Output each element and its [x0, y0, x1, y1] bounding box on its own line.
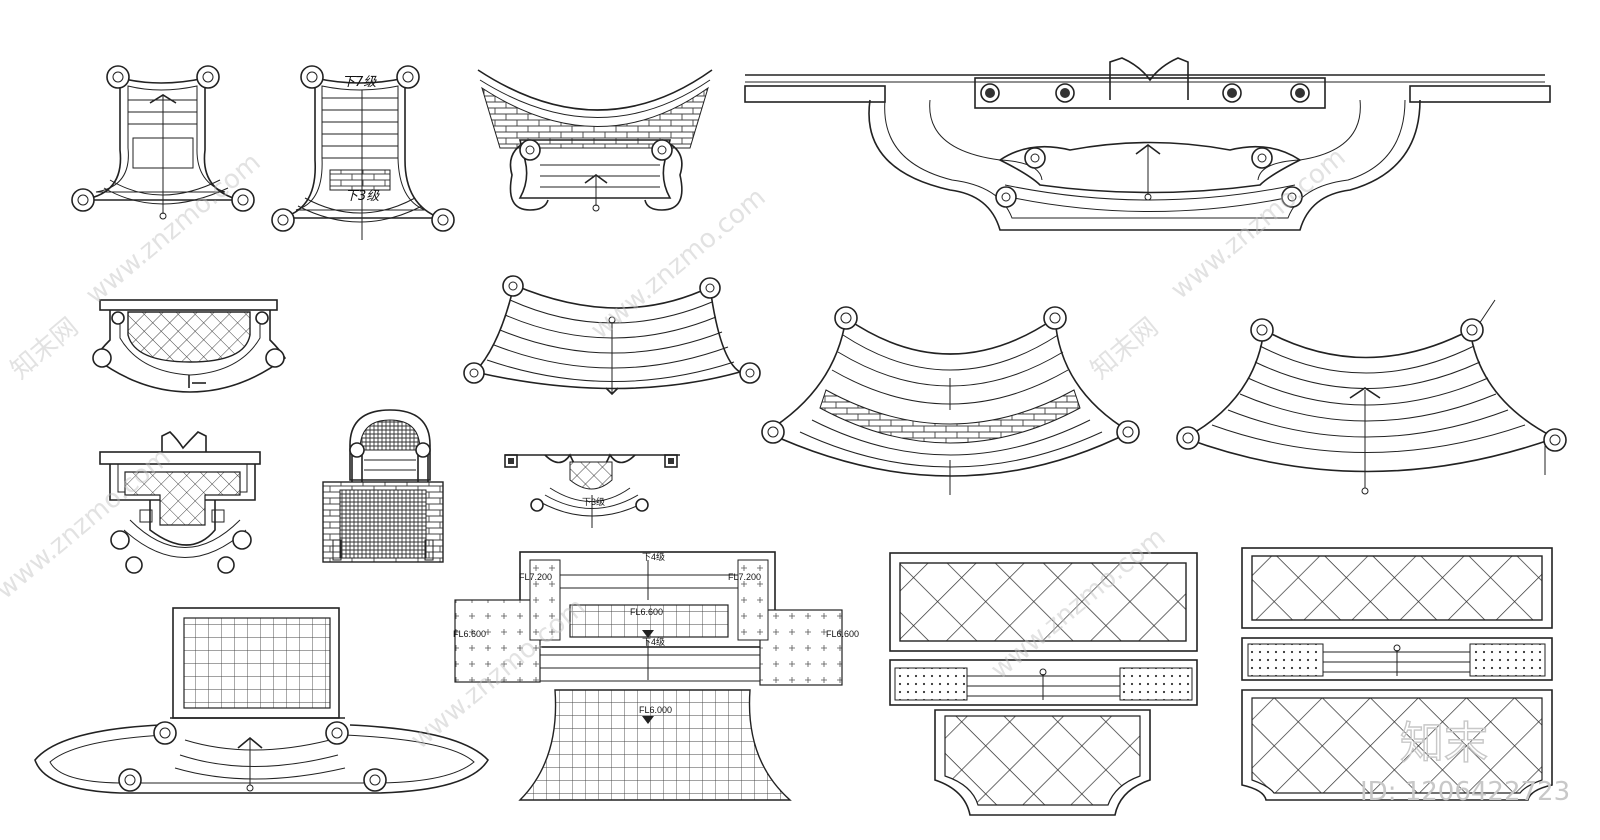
label-fl-6000: FL6.000 [639, 705, 672, 715]
brand-logo: 知末 [1400, 718, 1488, 769]
diamond-grid-plan-14 [889, 552, 1198, 816]
level-plan-13: FL7.200 FL7.200 FL6.600 FL6.600 FL6.600 … [453, 551, 859, 801]
arched-entry-plan-10 [322, 409, 444, 563]
label-steps-down-3: 下3级 [345, 189, 380, 204]
label-fl-7200-right: FL7.200 [728, 572, 761, 582]
label-fl-6600-center: FL6.600 [630, 607, 663, 617]
watermark-brand-1: 知末网 [5, 312, 84, 385]
diamond-grid-plan-15 [1241, 547, 1553, 801]
label-steps-down-3-small: 下3级 [582, 496, 605, 507]
label-steps-down-7: 下7级 [342, 75, 377, 90]
label-fl-6600-right: FL6.600 [826, 629, 859, 639]
staircase-plan-2: 下7级 下3级 [271, 65, 455, 240]
entry-plan-5 [92, 299, 287, 393]
entry-plan-9 [99, 431, 261, 574]
label-steps-down-4-mid: 下4级 [642, 636, 665, 647]
label-fl-7200-left: FL7.200 [519, 572, 552, 582]
fan-steps-plan-8 [1176, 299, 1567, 495]
label-steps-down-4-top: 下4级 [642, 551, 665, 562]
watermark-url-2: www.znzmo.com [585, 182, 771, 345]
entry-plan-12 [34, 607, 489, 794]
staircase-plan-1 [71, 65, 255, 220]
small-entry-plan-11: 下3级 [504, 453, 680, 528]
fan-steps-plan-6 [463, 275, 761, 396]
watermark-url-1: www.znzmo.com [80, 147, 266, 310]
image-id-label: ID: 1206422723 [1360, 777, 1570, 807]
long-entry-plan-4 [744, 57, 1551, 231]
curved-entry-plan-3 [477, 69, 713, 212]
label-fl-6600-left: FL6.600 [453, 629, 486, 639]
fan-steps-plan-7 [761, 306, 1140, 495]
watermark-brand-2: 知末网 [1085, 312, 1164, 385]
